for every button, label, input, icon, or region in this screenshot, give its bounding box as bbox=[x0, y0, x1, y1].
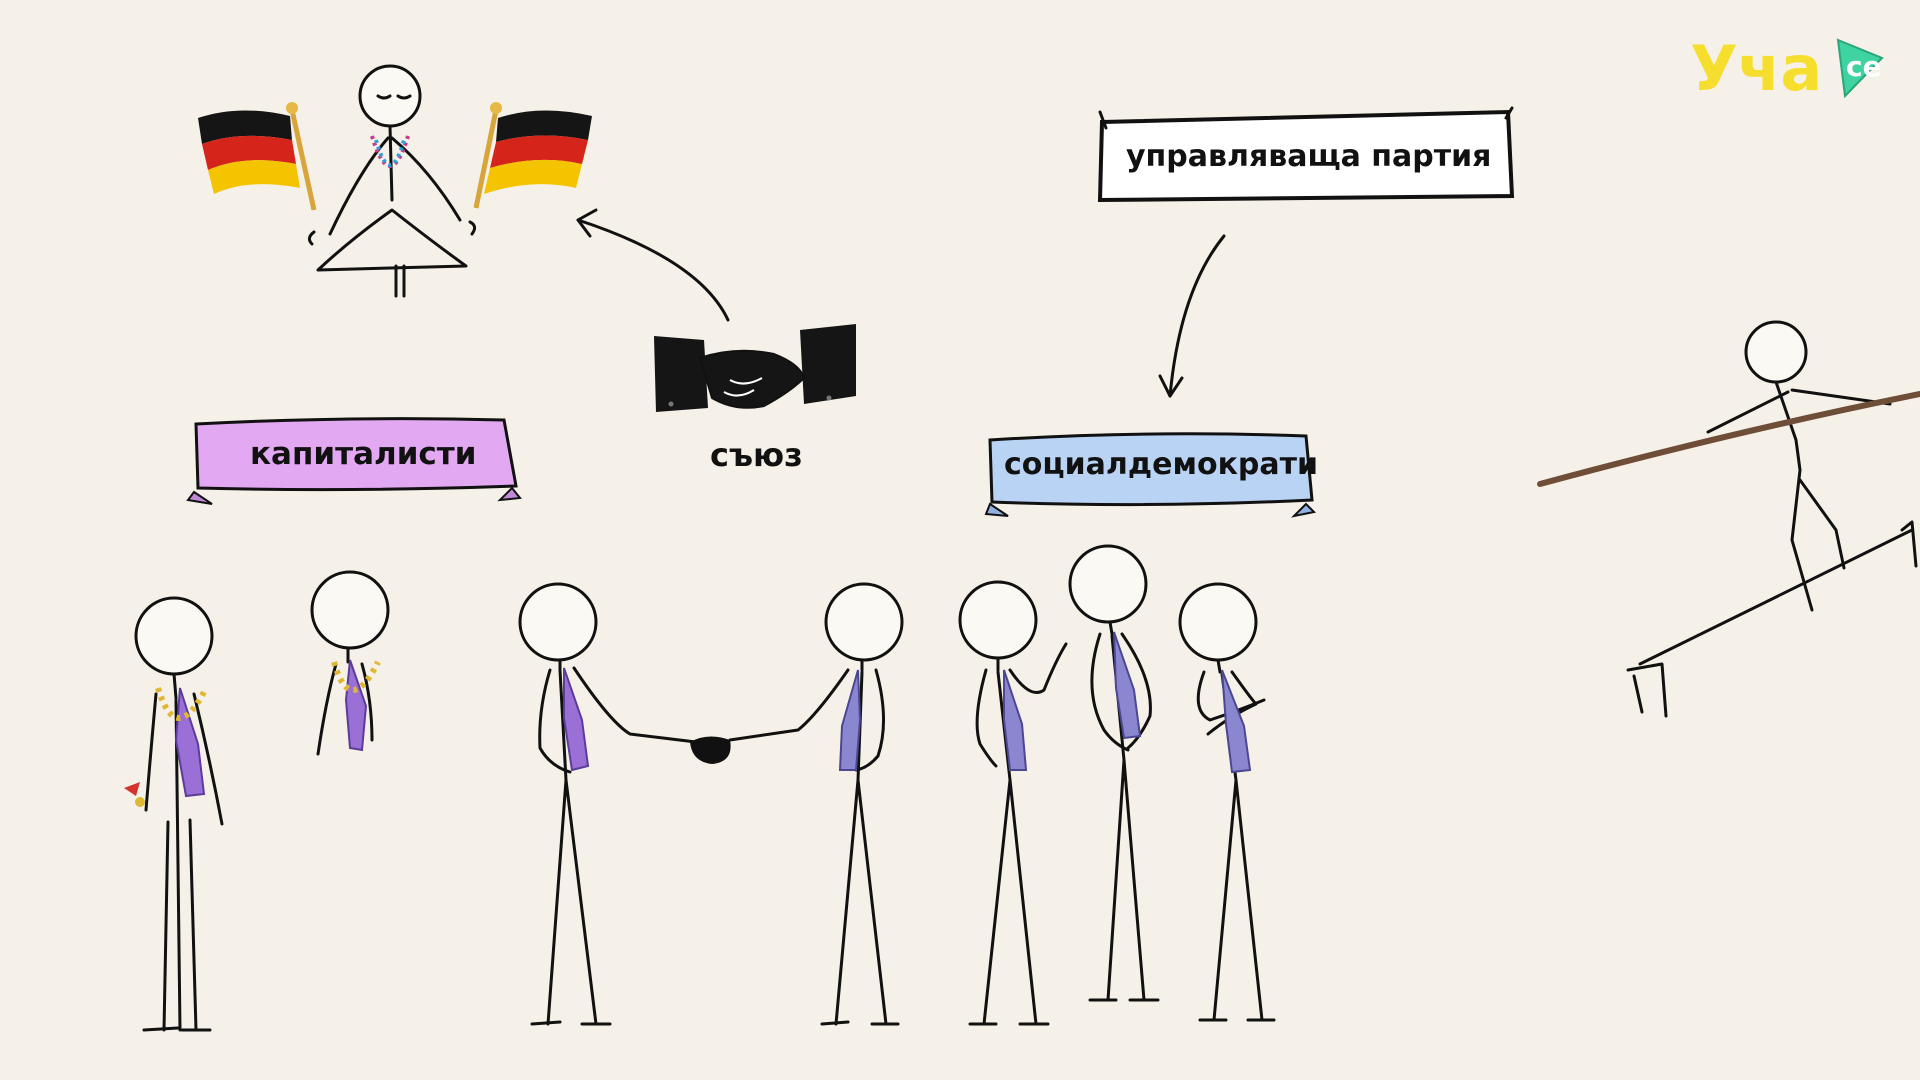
handshake-icon bbox=[654, 324, 856, 412]
german-flag-right bbox=[473, 102, 592, 209]
balance-pole bbox=[1537, 391, 1920, 487]
meditating-figure bbox=[307, 64, 477, 298]
social-democrats-banner: социалдемократи bbox=[984, 432, 1318, 518]
arrow-ruling-party bbox=[1158, 234, 1226, 398]
uchase-logo[interactable]: Уча се bbox=[1690, 32, 1884, 105]
logo-text: Уча bbox=[1690, 32, 1822, 105]
capitalists-banner: капиталисти bbox=[186, 417, 522, 505]
crossed-legs bbox=[316, 208, 468, 272]
center-handshake-hands bbox=[690, 736, 731, 764]
social-democrat-figure-2 bbox=[1068, 544, 1160, 1002]
ruling-party-plaque: управляваща партия bbox=[1097, 106, 1515, 203]
logo-badge-shape bbox=[1836, 38, 1884, 99]
social-democrat-figure-3 bbox=[1178, 582, 1276, 1022]
logo-badge-text: се bbox=[1846, 50, 1882, 83]
figure-base bbox=[394, 264, 406, 298]
bead-necklace-inner bbox=[374, 139, 406, 167]
arrow-alliance bbox=[576, 208, 730, 322]
closed-eyes bbox=[376, 94, 412, 100]
tightrope bbox=[1638, 528, 1914, 666]
capitalist-figure-2 bbox=[310, 570, 390, 756]
rope-posts bbox=[1626, 520, 1918, 718]
ruling-party-label: управляваща партия bbox=[1126, 139, 1491, 174]
figure-body bbox=[328, 124, 462, 236]
handshake-man-left bbox=[518, 582, 698, 1026]
capitalist-figure-1 bbox=[124, 596, 224, 1032]
social-democrats-label: социалдемократи bbox=[1004, 447, 1318, 482]
german-flag-left bbox=[198, 102, 317, 211]
capitalists-label: капиталисти bbox=[250, 436, 476, 472]
figure-hands bbox=[307, 220, 477, 246]
tightrope-walker bbox=[1537, 320, 1920, 718]
handshake-man-right bbox=[728, 582, 904, 1026]
alliance-label: съюз bbox=[710, 436, 803, 474]
social-democrat-figure-1 bbox=[958, 580, 1068, 1026]
